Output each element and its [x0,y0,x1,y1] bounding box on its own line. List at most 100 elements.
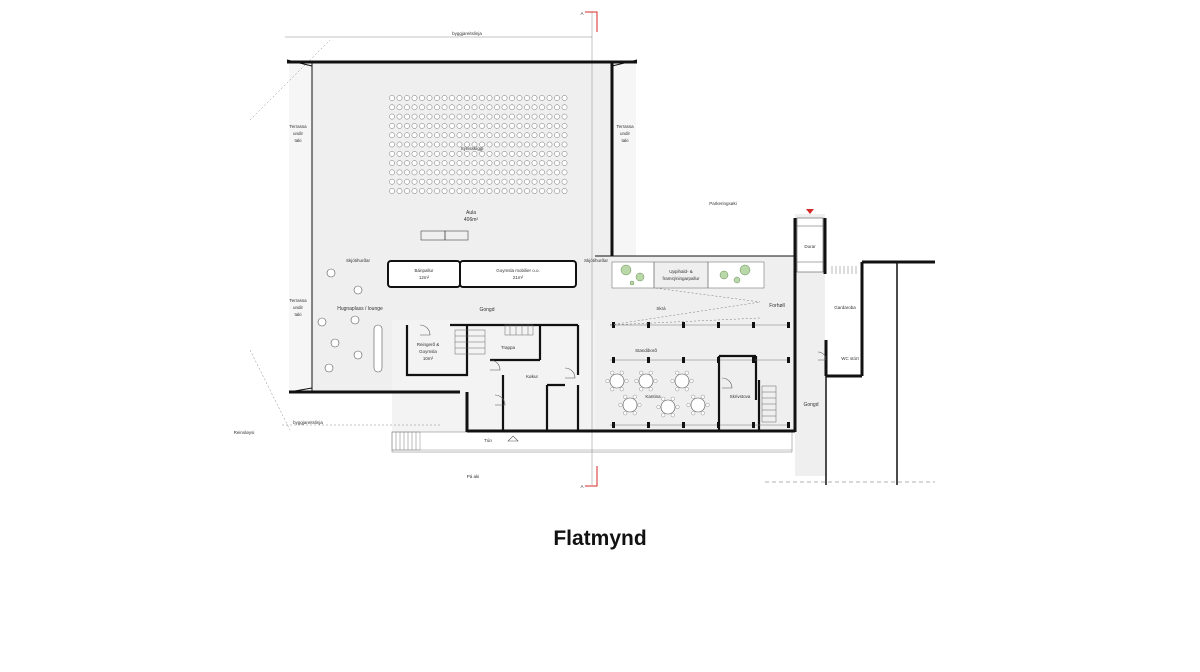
aula-seat [501,178,508,185]
aula-seat [449,178,455,185]
aula-seat [404,123,410,129]
aula-seat [524,169,530,176]
aula-seat [426,132,433,139]
aula-seat [479,104,485,111]
aula-seat [434,132,440,139]
column [682,422,685,428]
aula-seat [486,160,493,166]
aula-seat [501,188,508,194]
aula-seat [441,178,448,185]
table-chair [675,405,680,410]
aula-seat [434,141,440,148]
gongd-right-label: Gongd [803,402,818,408]
aula-seat [426,141,433,148]
reinsloysi-label: Reinsløysi [234,430,255,435]
aula-seat [419,104,425,111]
aula-seat [546,104,553,111]
aula-seat [411,169,418,176]
aula-seat [554,169,560,176]
aula-seat [441,113,448,120]
column [647,357,650,363]
aula-seat [411,150,418,157]
aula-seat [389,141,395,148]
aula-seat [494,150,500,157]
round-table [622,397,638,413]
table-chair [648,370,653,375]
column [612,422,615,428]
door-swing [489,359,501,371]
aula-seat [561,113,568,120]
aula-seat [486,104,493,111]
aula-seat [494,141,500,148]
aula-seat [531,169,538,176]
aula-seat [434,188,440,194]
section-a-bottom-label: A [580,484,583,489]
table-chair [684,370,689,375]
aula-seat [419,132,425,139]
aula-seat [486,188,493,194]
aula-seat [524,160,530,166]
aula-seat [524,188,530,194]
table-chair [610,387,615,392]
forhall-label: Forhøll [769,303,785,309]
aula-seat [494,104,500,111]
table-chair [639,370,644,375]
door-swing [564,367,576,379]
aula-seat [419,113,425,120]
tun-label: Tún [484,438,492,443]
aula-seat [479,123,485,129]
trappa-stair-2 [504,324,534,336]
standibord-label: Standiborð [635,347,657,353]
walls [287,60,935,485]
table-chair [670,379,675,384]
aula-seat [456,178,463,185]
aula-seat [486,113,493,120]
byggareitur-label-top: byggjareitslinja [452,31,482,36]
tree-icon [733,276,741,284]
aula-seat [471,188,478,194]
column [682,322,685,328]
aula-seat [509,178,515,185]
aula-seat [396,188,403,194]
aula-seat [546,188,553,194]
aula-seat [396,150,403,157]
aula-seat [411,132,418,139]
aula-seat [509,132,515,139]
aula-seat [486,169,493,176]
terrace-right-floor [612,63,636,256]
aula-seat [404,160,410,166]
aula-seat [471,169,478,176]
aula-seat [419,188,425,194]
aula-seat [404,178,410,185]
uppihald-label: Uppihald- &framsýningarpallur [662,269,700,281]
aula-seat [449,104,455,111]
aula-seat [389,188,395,194]
aula-seat [546,95,553,101]
aula-seat [449,160,455,166]
aula-seat [456,123,463,129]
aula-seat [554,178,560,185]
aula-seat [419,150,425,157]
tree-icon [620,264,632,276]
aula-seat [449,150,455,157]
steps-hatch [395,432,417,450]
aula-seat [404,188,410,194]
aula-seat [389,95,395,101]
table-chair [619,370,624,375]
door-swing [721,377,733,389]
roof-caps [286,59,638,393]
column [647,422,650,428]
table-chair [648,387,653,392]
roof-cap [286,59,313,67]
door-swing [494,394,506,406]
lounge-chair [350,315,360,325]
aula-seat [434,95,440,101]
aula-seat [546,178,553,185]
aula-seat [411,95,418,101]
door-swing [419,324,431,336]
diag-line-2 [249,349,291,431]
aula-seat [561,141,568,148]
aula-seating [389,95,568,194]
